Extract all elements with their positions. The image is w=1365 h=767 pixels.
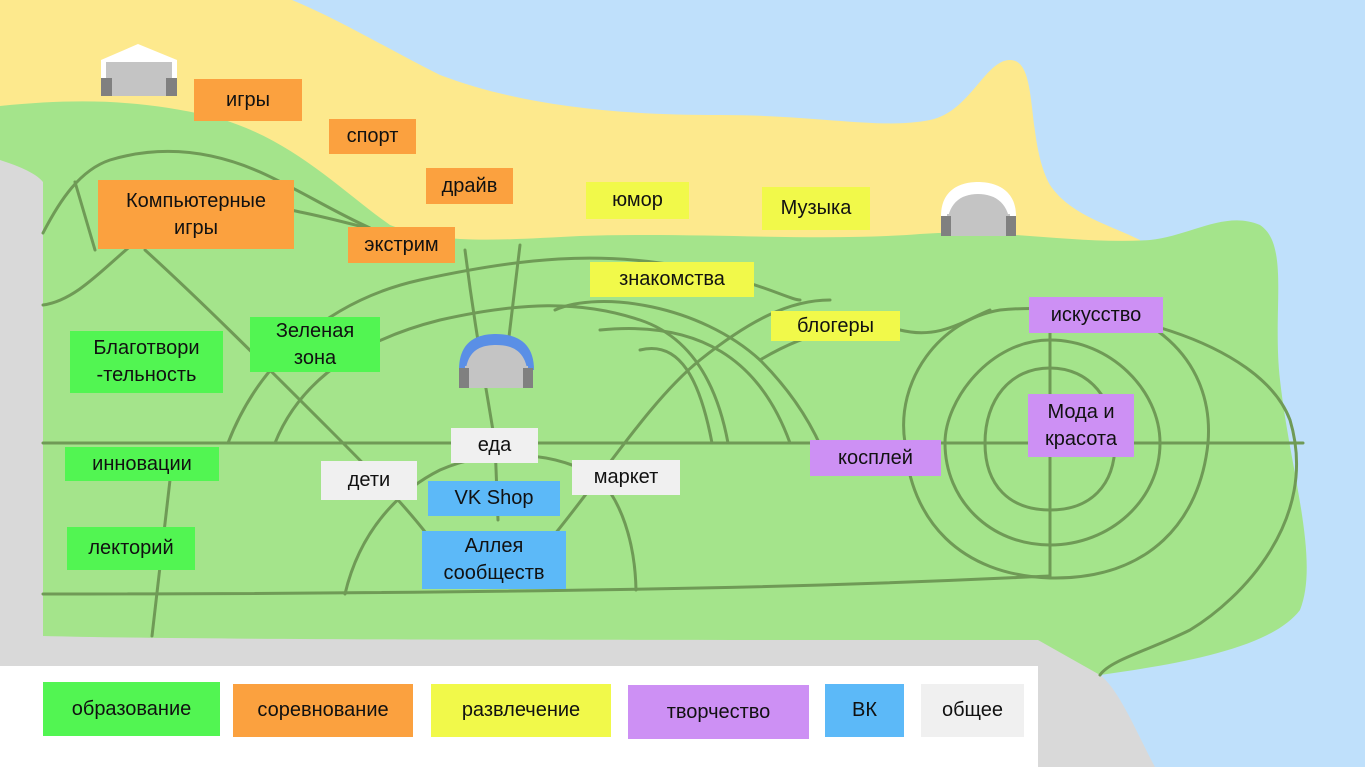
zone-food[interactable]: еда [451, 428, 538, 463]
zone-computer-games-line2: игры [174, 216, 218, 239]
zone-innovations[interactable]: инновации [65, 447, 219, 481]
legend-entertainment: развлечение [431, 684, 611, 737]
zone-art[interactable]: искусство [1029, 297, 1163, 333]
zone-communities-alley[interactable]: Аллея сообществ [422, 531, 566, 589]
legend-general: общее [921, 684, 1024, 737]
zone-communities-alley-line1: Аллея [464, 535, 524, 557]
zone-computer-games-line1: Компьютерные [125, 189, 267, 212]
zone-fashion-beauty[interactable]: Мода и красота [1028, 394, 1134, 457]
legend-education: образование [43, 682, 220, 736]
zone-drive[interactable]: драйв [426, 168, 513, 204]
zone-bloggers[interactable]: блогеры [771, 311, 900, 341]
zone-vk-shop[interactable]: VK Shop [428, 481, 560, 516]
park-paths [41, 149, 1305, 677]
zone-sport[interactable]: спорт [329, 119, 416, 154]
legend-panel: образование соревнование развлечение тво… [0, 666, 1038, 767]
park-area [0, 101, 1307, 767]
zone-lecture-hall[interactable]: лекторий [67, 527, 195, 570]
zone-extreme[interactable]: экстрим [348, 227, 455, 263]
pavilion-top-left [101, 44, 177, 96]
zone-fashion-beauty-line1: Мода и [1047, 400, 1115, 423]
zone-charity-line1: Благотвори [93, 337, 200, 359]
zone-charity-line2: -тельность [96, 364, 197, 386]
zone-market[interactable]: маркет [572, 460, 680, 495]
road-left [0, 160, 1155, 767]
stage-center [459, 334, 534, 388]
zone-dating[interactable]: знакомства [590, 262, 754, 297]
zone-communities-alley-line2: сообществ [443, 562, 545, 584]
legend-vk: ВК [825, 684, 904, 737]
legend-competition: соревнование [233, 684, 413, 737]
zone-green-zone-line1: Зеленая [275, 319, 355, 342]
zone-games[interactable]: игры [194, 79, 302, 121]
zone-computer-games[interactable]: Компьютерные игры [98, 180, 294, 249]
legend-creativity: творчество [628, 685, 809, 739]
zone-charity[interactable]: Благотвори -тельность [70, 331, 223, 393]
zone-music[interactable]: Музыка [762, 187, 870, 230]
zone-kids[interactable]: дети [321, 461, 417, 500]
zone-humor[interactable]: юмор [586, 182, 689, 219]
zone-green-zone[interactable]: Зеленая зона [250, 317, 380, 372]
zone-green-zone-line2: зона [293, 346, 337, 369]
stage-top-right [941, 182, 1016, 236]
zone-cosplay[interactable]: косплей [810, 440, 941, 476]
zone-fashion-beauty-line2: красота [1045, 427, 1117, 450]
